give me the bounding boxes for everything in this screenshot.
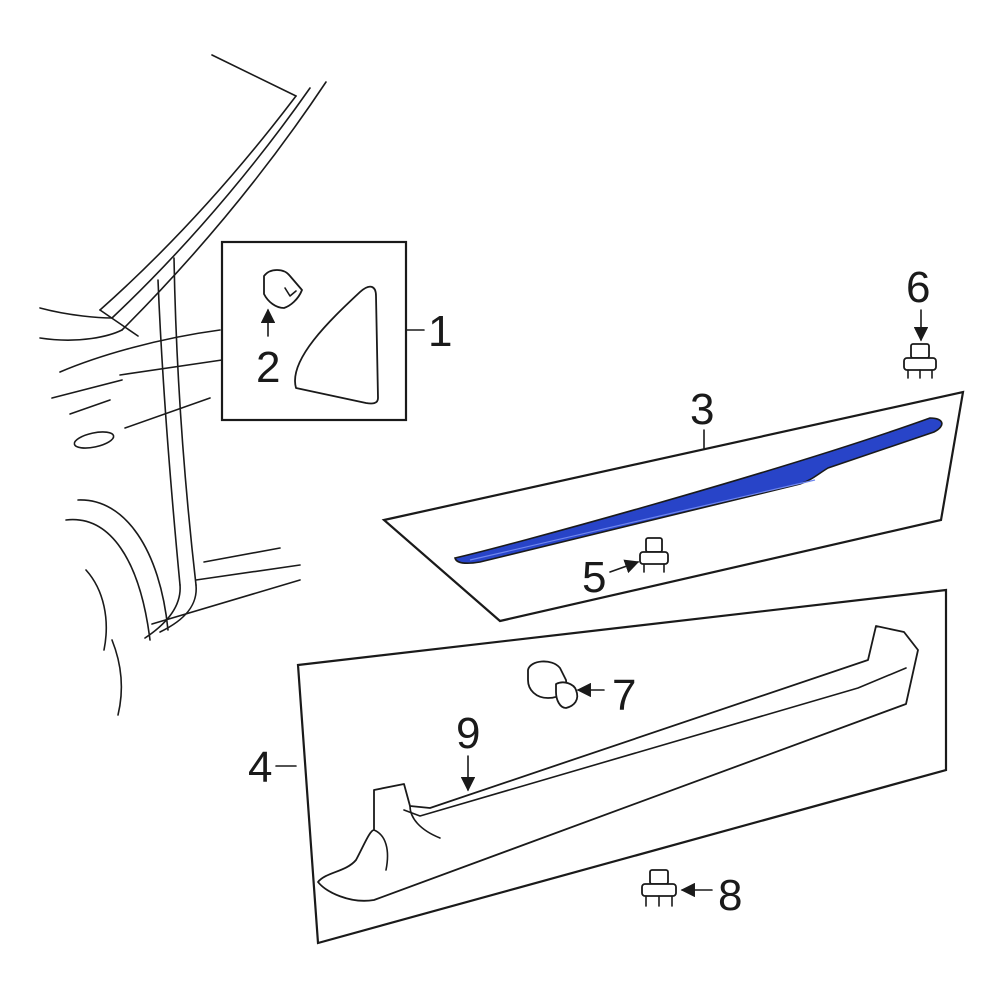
callout-9: 9: [456, 709, 480, 758]
clip-8-part: [641, 869, 713, 907]
callout-8: 8: [718, 871, 742, 920]
panel-door-molding: [381, 390, 965, 623]
clip-2-part: [263, 269, 303, 309]
panel-quarter-trim: [220, 240, 425, 422]
clip-6-part: [903, 309, 937, 379]
callout-1: 1: [428, 307, 452, 356]
panel-rocker-molding: [275, 588, 948, 945]
callout-labels: 1 2 3 4 5 6 7 8 9: [248, 263, 930, 920]
rocker-molding-part: [317, 625, 919, 902]
callout-6: 6: [906, 263, 930, 312]
vehicle-body-outline: [39, 54, 327, 716]
molding-strip-blue: [454, 417, 943, 565]
callout-2: 2: [256, 343, 280, 392]
callout-7: 7: [612, 671, 636, 720]
callout-5: 5: [582, 553, 606, 602]
clip-7-part: [527, 660, 579, 709]
callout-3: 3: [690, 385, 714, 434]
callout-4: 4: [248, 743, 272, 792]
quarter-trim-part: [294, 285, 379, 405]
clip-5-part: [639, 537, 669, 573]
